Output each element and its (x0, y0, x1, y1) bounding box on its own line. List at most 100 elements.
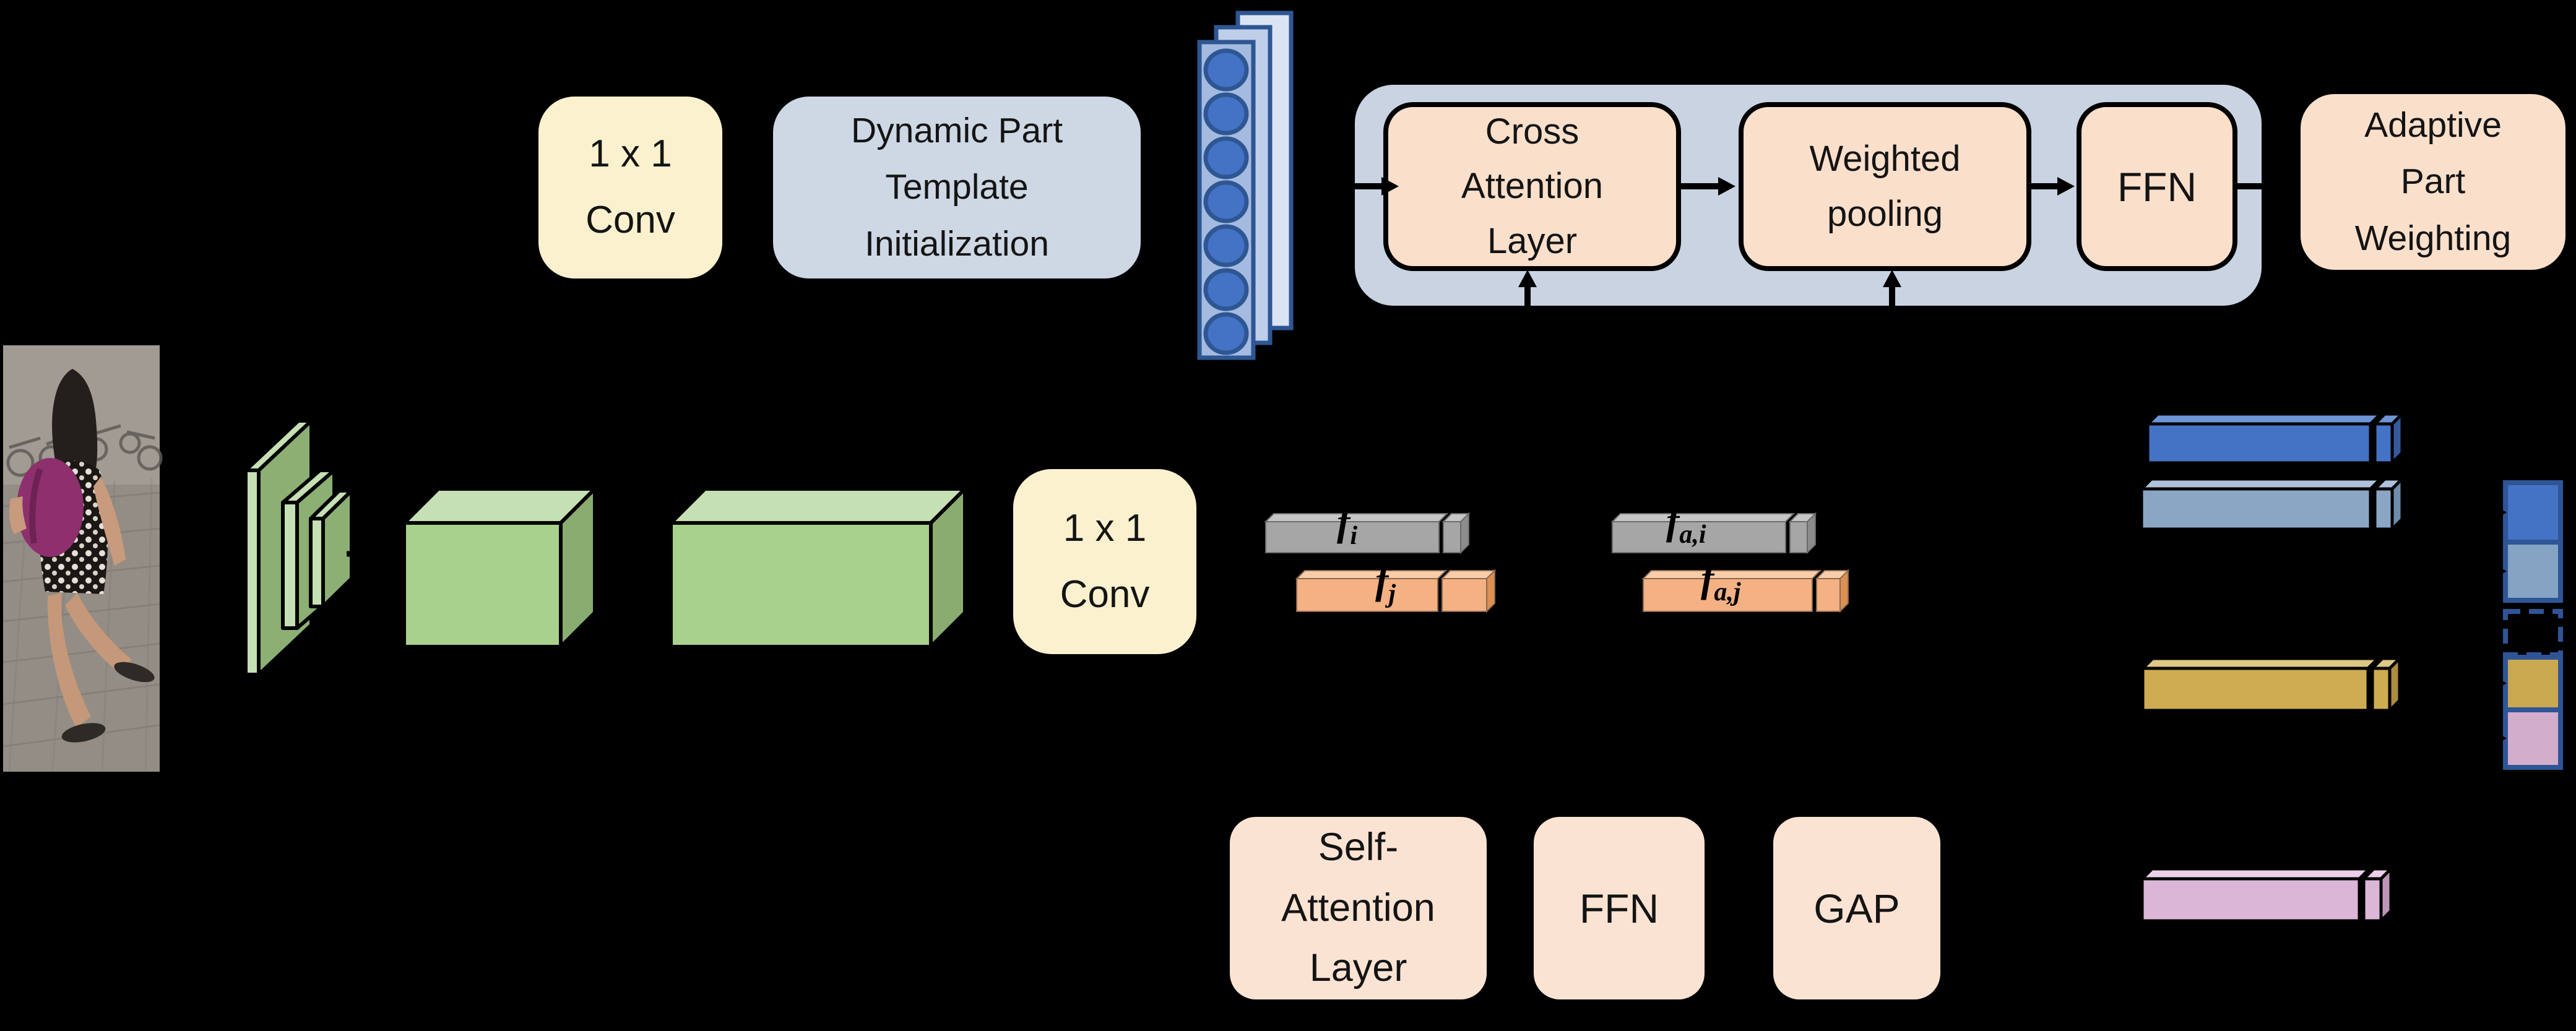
faj-end-side (1839, 569, 1849, 613)
feature-cuboid-2 (669, 487, 967, 649)
f-j-base: f (1375, 558, 1389, 602)
part-feature-bar-steel (2140, 477, 2404, 531)
feature-cuboid-1 (402, 487, 597, 649)
self-attention-line3: Layer (1309, 946, 1407, 990)
ffn-bottom-label: FFN (1579, 885, 1659, 931)
final-descriptor-column (2494, 480, 2563, 770)
adaptive-line3: Weighting (2354, 218, 2512, 258)
bike-wheel (6, 449, 35, 477)
ffn-top-label: FFN (2117, 163, 2197, 210)
descriptor-arrow-ticks (2494, 506, 2507, 745)
token-circle (1203, 312, 1249, 355)
fj-end-side (1486, 569, 1495, 613)
cuboid2-front (669, 521, 933, 649)
descriptor-square-steel (2503, 540, 2563, 603)
cuboid2-top (669, 487, 967, 525)
weighted-pooling-box: Weighted pooling (1739, 102, 2031, 271)
template-init-line1: Dynamic Part (850, 111, 1063, 151)
cross-attention-line1: Cross (1485, 111, 1580, 152)
token-circle (1203, 224, 1249, 267)
cross-attention-line2: Attention (1461, 166, 1603, 207)
pink-bar-end-front (2362, 877, 2383, 923)
arrow-tick (2494, 676, 2507, 690)
pink-bar-front (2140, 877, 2361, 923)
token-circle (1203, 92, 1249, 136)
backbone-feature-cuboids (402, 487, 967, 649)
backpack-strap (29, 468, 43, 544)
f-a-j-sub: a,j (1714, 577, 1741, 606)
person-front-sandal (114, 662, 155, 683)
conv-1x1-mid-line1: 1 x 1 (1063, 506, 1147, 550)
token-circle (1203, 48, 1249, 92)
descriptor-square-pink (2503, 707, 2563, 770)
cross-attention-line3: Layer (1487, 220, 1578, 261)
token-circle (1203, 180, 1249, 223)
feature-bar-fai (1610, 512, 1817, 554)
plate2-front (281, 501, 299, 630)
fj-top (1295, 570, 1448, 579)
query-pedestrian-photo (2, 345, 163, 772)
conv-1x1-box-middle: 1 x 1 Conv (1013, 469, 1196, 654)
photo-person (9, 369, 155, 743)
faj-front (1643, 578, 1813, 612)
f-a-i-base: f (1666, 499, 1680, 543)
plate1-front (244, 468, 261, 676)
bike-wheel (137, 445, 163, 471)
conv-1x1-top-line1: 1 x 1 (589, 132, 672, 176)
steel-bar-end-front (2373, 487, 2394, 531)
self-attention-line1: Self- (1318, 826, 1399, 869)
person-backpack (17, 458, 84, 557)
fi-front (1265, 521, 1440, 553)
part-token-stack (1197, 11, 1294, 360)
fj-front (1296, 578, 1438, 612)
fai-end-side (1807, 512, 1816, 554)
ffn-box-top: FFN (2077, 102, 2237, 271)
steel-bar-end-side (2390, 477, 2404, 531)
label-f-a-i: fa,i (1666, 501, 1706, 548)
conv-1x1-mid-line2: Conv (1060, 572, 1150, 616)
adaptive-line1: Adaptive (2364, 105, 2502, 145)
weighted-pooling-line2: pooling (1826, 193, 1943, 234)
fj-end-top (1440, 570, 1497, 579)
token-circle (1203, 268, 1249, 311)
blue-bar-end-side (2390, 412, 2404, 465)
conv-1x1-top-line2: Conv (586, 199, 675, 241)
gap-box: GAP (1773, 817, 1940, 999)
person-left-arm (9, 496, 27, 534)
adaptive-part-weighting-box: Adaptive Part Weighting (2301, 94, 2565, 270)
token-circle (1203, 136, 1249, 179)
adaptive-line2: Part (2400, 162, 2466, 202)
arrow-tick (2494, 506, 2507, 519)
steel-bar-front (2140, 487, 2372, 531)
f-i-base: f (1337, 500, 1351, 544)
feature-bar-faj (1641, 569, 1850, 613)
gap-label: GAP (1813, 885, 1900, 931)
cuboid1-front (402, 521, 563, 649)
self-attention-line2: Attention (1281, 886, 1435, 930)
f-a-i-sub: a,i (1679, 520, 1706, 549)
blue-bar-end-front (2373, 422, 2394, 465)
gold-bar-end-front (2371, 666, 2392, 712)
f-j-sub: j (1388, 579, 1396, 608)
person-front-leg (65, 593, 132, 675)
fj-end-front (1441, 578, 1487, 612)
backbone-feature-plates (244, 419, 353, 676)
label-f-j: fj (1375, 561, 1396, 607)
faj-end-front (1816, 578, 1841, 612)
global-feature-bar-pink (2140, 867, 2393, 923)
pink-bar-end-side (2379, 867, 2393, 923)
conv-1x1-box-top: 1 x 1 Conv (538, 97, 722, 278)
blue-bar-front (2146, 422, 2372, 465)
descriptor-square-blue (2503, 480, 2563, 545)
descriptor-square-gold (2503, 655, 2563, 712)
gold-bar-front (2141, 666, 2370, 712)
descriptor-square-ellipsis-dashed (2503, 609, 2563, 657)
person-right-arm (93, 477, 126, 566)
feature-plate-3 (309, 489, 353, 608)
arrow-tick (2494, 731, 2507, 745)
label-f-a-j: fa,j (1701, 559, 1740, 605)
f-i-sub: i (1350, 521, 1357, 550)
ffn-box-bottom: FFN (1534, 817, 1705, 999)
